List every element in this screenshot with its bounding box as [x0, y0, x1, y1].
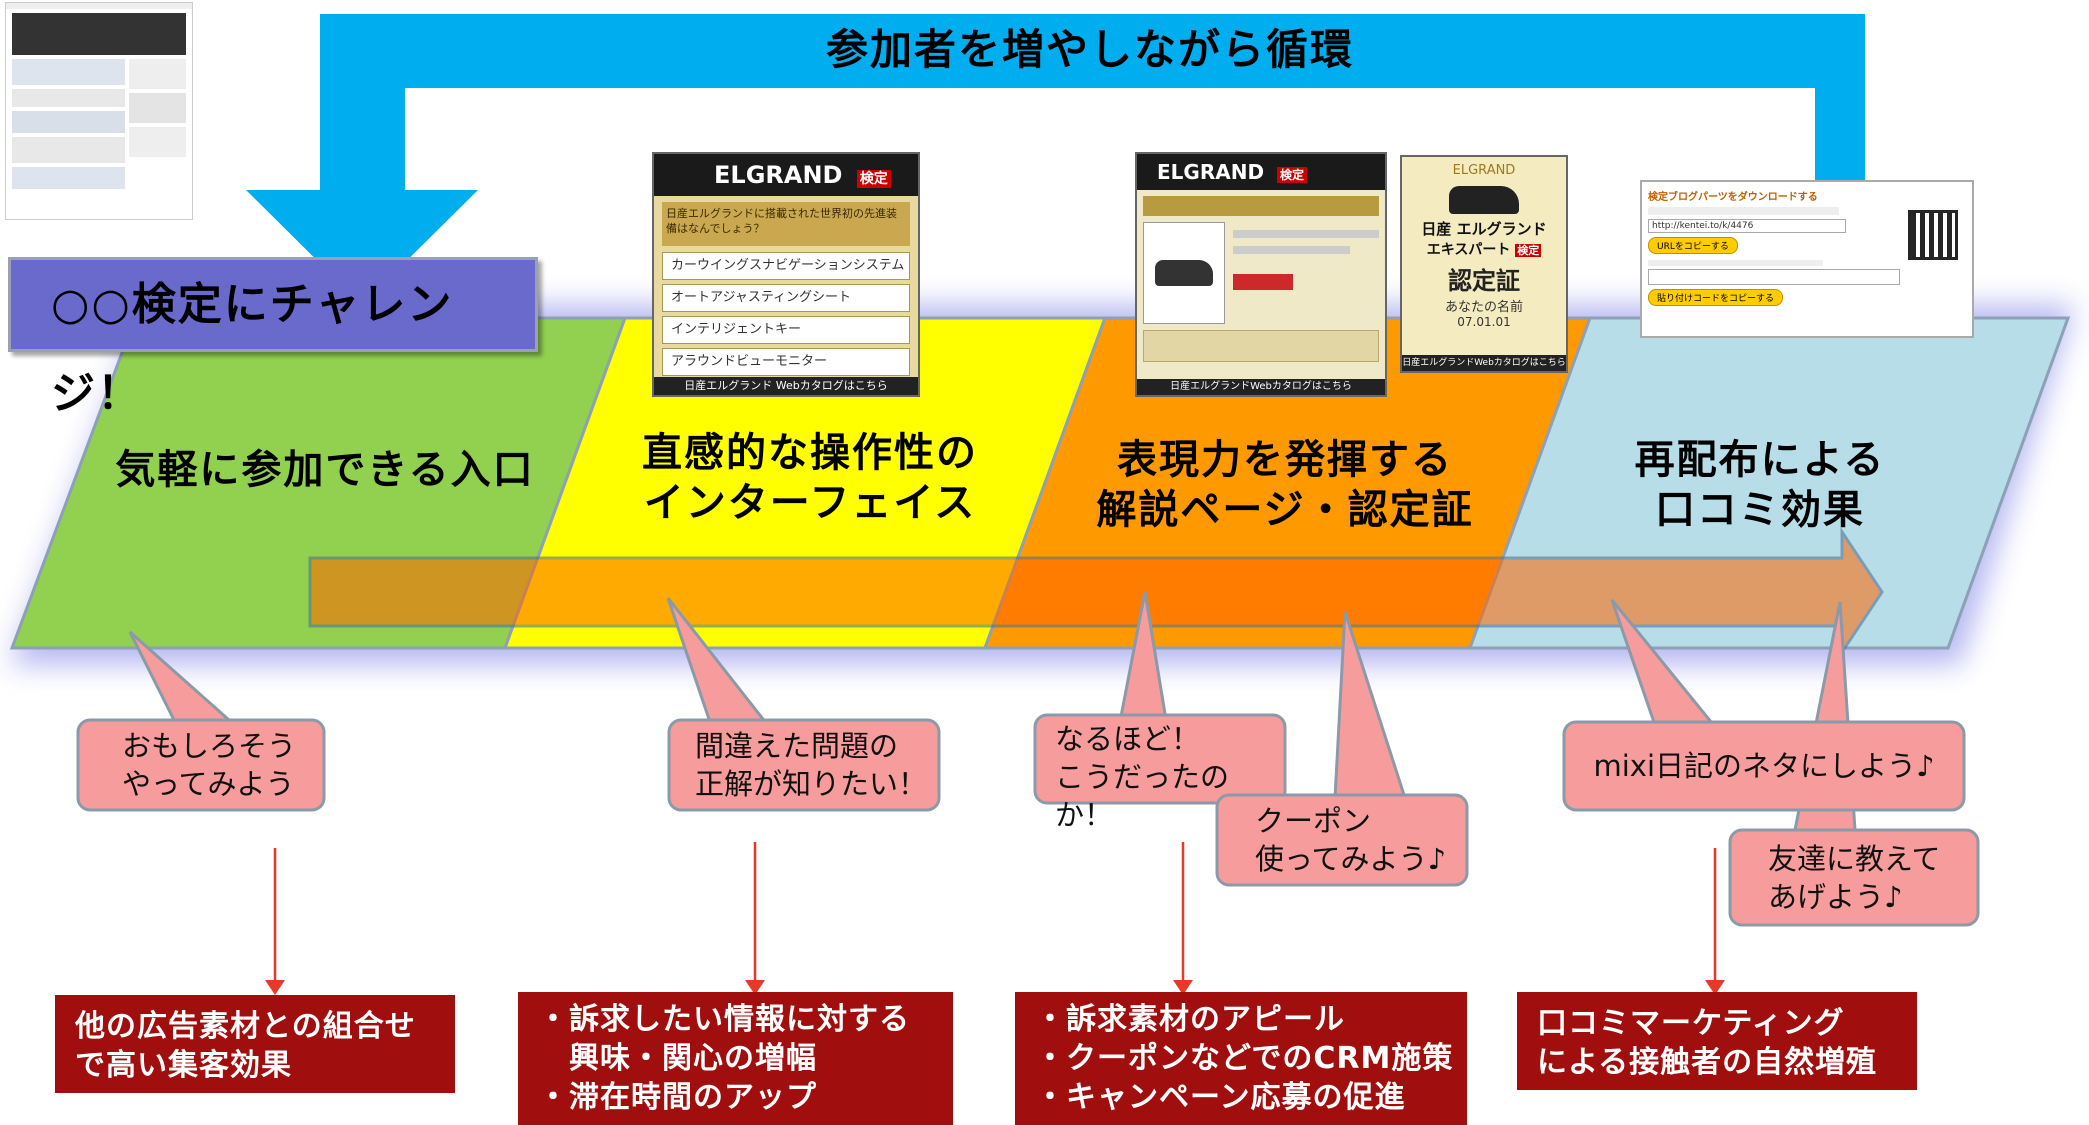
stage-1-line-1: 気軽に参加できる入口: [115, 447, 535, 493]
bubble-4-line-1: クーポン: [1255, 804, 1372, 838]
effect-1-line-2: で高い集客効果: [75, 1048, 292, 1083]
cert-title: エキスパート: [1426, 242, 1511, 258]
bubble-6-text: 友達に教えて あげよう♪: [1768, 840, 1968, 916]
stage-4-label: 再配布による 口コミ効果: [1560, 435, 1960, 535]
cert-main-title: 認定証: [1448, 267, 1520, 295]
cert-badge: 検定: [1515, 244, 1542, 257]
effect-4-line-2: による接触者の自然増殖: [1537, 1045, 1878, 1080]
effect-box-3: ・訴求素材のアピール ・クーポンなどでのCRM施策 ・キャンペーン応募の促進: [1015, 992, 1467, 1125]
bubble-6-line-1: 友達に教えて: [1768, 842, 1941, 876]
stage-4-line-2: 口コミ効果: [1655, 487, 1865, 533]
effect-3-line-2: ・クーポンなどでのCRM施策: [1035, 1041, 1454, 1076]
effect-3-line-3: ・キャンペーン応募の促進: [1035, 1080, 1406, 1115]
bubble-3-line-2: こうだったのか！: [1055, 760, 1230, 832]
cert-maker: 日産 エルグランド: [1421, 220, 1547, 238]
stage-3-line-1: 表現力を発揮する: [1117, 437, 1453, 483]
quiz-option-3[interactable]: インテリジェントキー: [662, 316, 910, 344]
bubble-3-line-1: なるほど！: [1055, 722, 1201, 756]
effect-2-line-2: 興味・関心の増幅: [538, 1041, 817, 1076]
share-code-screenshot: 検定ブログパーツをダウンロードする http://kentei.to/k/447…: [1640, 180, 1974, 338]
stage-4-line-1: 再配布による: [1634, 437, 1886, 483]
quiz-option-4[interactable]: アラウンドビューモニター: [662, 348, 910, 376]
challenge-label: ○○検定にチャレンジ！: [51, 279, 454, 419]
effect-box-4: 口コミマーケティング による接触者の自然増殖: [1517, 992, 1917, 1090]
stage-2-line-2: インターフェイス: [643, 480, 977, 526]
explain-footer-link[interactable]: 日産エルグランドWebカタログはこちら: [1137, 379, 1385, 395]
bubble-4-text: クーポン 使ってみよう♪: [1255, 802, 1465, 878]
effect-box-2: ・訴求したい情報に対する 興味・関心の増幅 ・滞在時間のアップ: [518, 992, 953, 1125]
bubble-1-line-1: おもしろそう: [122, 729, 297, 763]
effect-1-line-1: 他の広告素材との組合せ: [75, 1009, 416, 1044]
stage-3-label: 表現力を発揮する 解説ページ・認定証: [1060, 435, 1510, 535]
stage-2-label: 直感的な操作性の インターフェイス: [580, 428, 1040, 528]
cert-name: あなたの名前: [1444, 300, 1523, 315]
quiz-option-1[interactable]: カーウイングスナビゲーションシステム: [662, 252, 910, 280]
bubble-5-text: mixi日記のネタにしよう♪: [1564, 747, 1964, 785]
stage-2-line-1: 直感的な操作性の: [642, 430, 978, 476]
bubble-5-line-1: mixi日記のネタにしよう♪: [1593, 749, 1935, 783]
effect-4-line-1: 口コミマーケティング: [1537, 1006, 1845, 1041]
share-heading: 検定ブログパーツをダウンロードする: [1648, 192, 1818, 203]
loop-title: 参加者を増やしながら循環: [825, 25, 1354, 74]
quiz-badge: 検定: [856, 170, 891, 188]
bubble-2-text: 間違えた問題の 正解が知りたい！: [695, 727, 935, 803]
quiz-screenshot: ELGRAND 検定 日産エルグランドに搭載された世界初の先進装備はなんでしょう…: [652, 152, 920, 397]
bubble-2-line-1: 間違えた問題の: [695, 729, 899, 763]
cert-footer-link[interactable]: 日産エルグランドWebカタログはこちら: [1402, 355, 1566, 371]
effect-2-line-1: ・訴求したい情報に対する: [538, 1002, 910, 1037]
explain-car-image: [1143, 222, 1225, 324]
quiz-question: 日産エルグランドに搭載された世界初の先進装備はなんでしょう？: [662, 202, 910, 246]
share-url-field[interactable]: http://kentei.to/k/4476: [1648, 219, 1846, 233]
progress-arrow: [308, 527, 1884, 657]
loop-arrow: [246, 14, 1865, 305]
cert-date: 07.01.01: [1457, 315, 1511, 329]
qr-code-icon: [1908, 210, 1958, 260]
bubble-3-text: なるほど！ こうだったのか！: [1055, 720, 1280, 834]
quiz-brand: ELGRAND: [714, 161, 843, 189]
challenge-label-box: ○○検定にチャレンジ！: [8, 257, 538, 419]
effect-3-line-1: ・訴求素材のアピール: [1035, 1002, 1345, 1037]
quiz-footer-link[interactable]: 日産エルグランド Webカタログはこちら: [654, 377, 918, 395]
quiz-option-2[interactable]: オートアジャスティングシート: [662, 284, 910, 312]
stage-3-line-2: 解説ページ・認定証: [1096, 487, 1474, 533]
bubble-4-line-2: 使ってみよう♪: [1255, 842, 1447, 876]
explain-brand: ELGRAND: [1157, 160, 1265, 184]
effect-2-line-3: ・滞在時間のアップ: [538, 1080, 817, 1115]
explain-badge: 検定: [1277, 167, 1308, 183]
cert-car-image: [1449, 186, 1519, 214]
bubble-1-line-2: やってみよう: [122, 767, 295, 801]
share-url-button[interactable]: URLをコピーする: [1648, 237, 1738, 254]
cert-header: ELGRAND: [1452, 163, 1516, 178]
effect-box-1: 他の広告素材との組合せ で高い集客効果: [55, 995, 455, 1093]
share-code-button[interactable]: 貼り付けコードをコピーする: [1648, 289, 1784, 306]
bubble-2-line-2: 正解が知りたい！: [695, 767, 928, 801]
bubble-6-line-2: あげよう♪: [1768, 880, 1903, 914]
stage-1-label: 気軽に参加できる入口: [105, 445, 545, 495]
website-thumbnail: [5, 2, 193, 220]
explanation-screenshot: ELGRAND 検定 日産エルグランドWebカタログはこちら: [1135, 152, 1387, 397]
bubble-1-text: おもしろそう やってみよう: [122, 727, 322, 803]
certificate-screenshot: ELGRAND 日産 エルグランド エキスパート 検定 認定証 あなたの名前 0…: [1400, 155, 1568, 373]
